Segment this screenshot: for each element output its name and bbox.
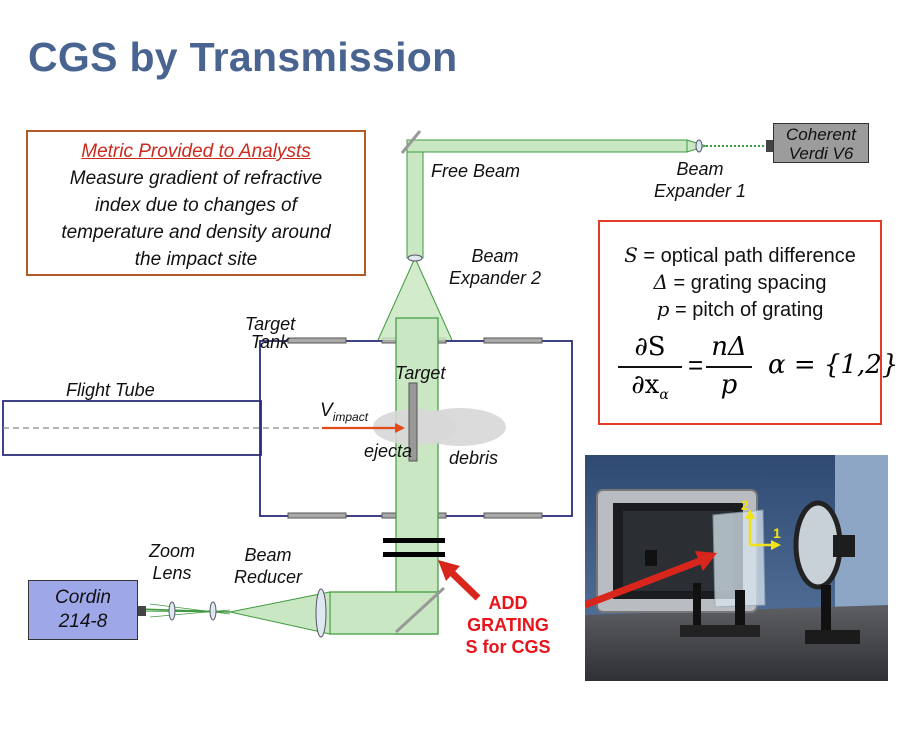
debris-label: debris — [449, 448, 499, 468]
beam-expander-2-lens — [407, 254, 423, 262]
beam-reducer-lens — [315, 588, 327, 638]
beam-expander-1-lens — [695, 139, 703, 153]
rhs-fraction-bar — [706, 366, 752, 368]
rhs-numerator: nΔ — [711, 332, 747, 362]
lhs-numerator: ∂S — [634, 332, 666, 362]
photo-axis-1-label: 1 — [773, 525, 781, 541]
cordin-aperture — [138, 606, 146, 616]
beam-reducer-label: Beam Reducer — [233, 545, 303, 587]
alpha-set: α = {1,2} — [768, 350, 899, 380]
upper-mirror — [400, 130, 422, 154]
metric-heading: Metric Provided to Analysts — [81, 141, 311, 162]
equals-sign: = — [688, 350, 704, 380]
cordin-camera: Cordin 214-8 — [28, 580, 138, 640]
slide-title: CGS by Transmission — [28, 34, 458, 80]
v-impact-label: Vimpact — [320, 400, 369, 424]
metric-line-4: the impact site — [134, 249, 258, 270]
lhs-denominator: ∂xα — [631, 370, 669, 404]
free-beam-vertical — [406, 139, 424, 259]
add-grating-arrow — [438, 560, 481, 601]
beam-expander-1-label: Beam Expander 1 — [653, 159, 747, 201]
metric-line-1: Measure gradient of refractive — [69, 168, 323, 189]
ejecta-label: ejecta — [364, 441, 413, 461]
free-beam-label: Free Beam — [431, 161, 521, 181]
target-plate — [408, 382, 418, 462]
definition-p: p = pitch of grating — [656, 297, 824, 321]
coherent-aperture — [766, 140, 773, 152]
test-beam — [395, 317, 439, 635]
debris-cloud — [414, 408, 506, 446]
definition-s: S = optical path difference — [624, 243, 856, 267]
zoom-lens-2 — [209, 601, 217, 621]
impact-arrow — [395, 423, 405, 433]
zoom-lens-1 — [168, 601, 176, 621]
target-label: Target — [395, 363, 446, 383]
add-grating-callout: ADD GRATING S for CGS — [465, 593, 551, 657]
free-beam-horizontal — [406, 139, 688, 153]
beam-expander-2-label: Beam Expander 2 — [448, 246, 542, 288]
formula-box: S = optical path difference Δ = grating … — [598, 220, 898, 425]
reducer-beam — [229, 591, 331, 635]
photo-axis-2-label: 2 — [741, 497, 749, 513]
zoom-lens-label: Zoom Lens — [148, 541, 195, 583]
setup-photo: 2 1 — [585, 455, 888, 681]
flight-tube-label: Flight Tube — [66, 380, 155, 400]
target-tank-label: Target Tank — [244, 314, 296, 352]
metric-line-2: index due to changes of — [95, 195, 297, 216]
lhs-fraction-bar — [618, 366, 682, 368]
setup-photo-illustration — [585, 455, 888, 681]
return-beam — [329, 591, 439, 635]
metric-line-3: temperature and density around — [61, 222, 331, 243]
metric-box: Metric Provided to Analysts Measure grad… — [26, 130, 366, 276]
grating-bar-1 — [383, 538, 445, 543]
rhs-denominator: p — [720, 370, 738, 400]
grating-bar-2 — [383, 552, 445, 557]
lower-mirror — [394, 586, 446, 634]
definition-delta: Δ = grating spacing — [653, 270, 827, 294]
coherent-verdi-laser: Coherent Verdi V6 — [773, 123, 869, 163]
